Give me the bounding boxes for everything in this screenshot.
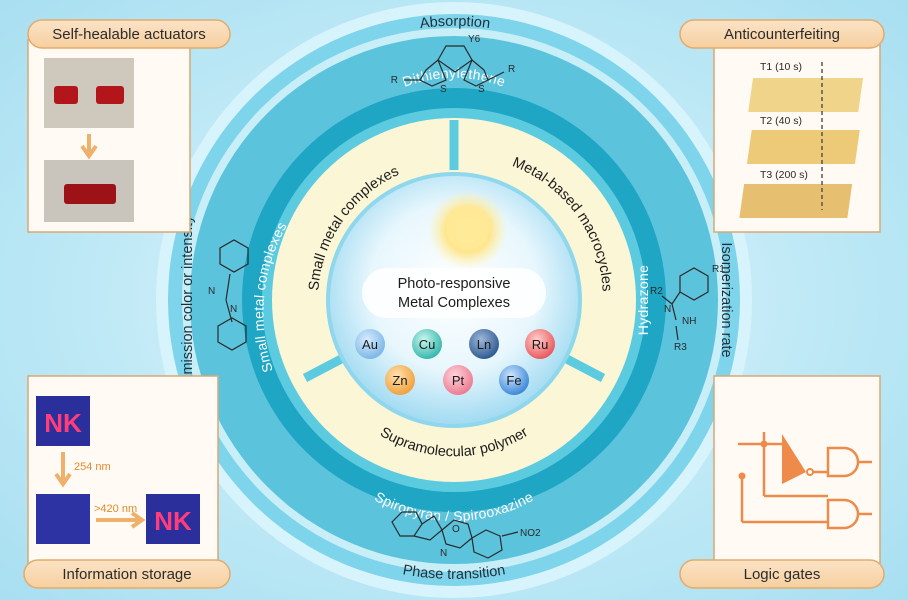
chem-y6: Y6	[468, 34, 481, 45]
storage-square-erased	[36, 494, 90, 544]
chem-r1: R1	[712, 264, 725, 275]
dithienylethene-structure	[404, 45, 505, 87]
property-emission: Emission color or intensity	[180, 215, 196, 384]
panel-logic-gates: Logic gates	[679, 375, 885, 589]
panel-anticounterfeiting: Anticounterfeiting T1 (10 s) T2 (40 s) T…	[679, 19, 885, 233]
chem-r2: R2	[650, 286, 663, 297]
time-label-t1: T1 (10 s)	[760, 61, 802, 73]
panel-title-information-storage: Information storage	[62, 566, 191, 583]
metal-ln: Ln	[469, 329, 499, 359]
time-label-t2: T2 (40 s)	[760, 115, 802, 127]
time-label-t3: T3 (200 s)	[760, 169, 808, 181]
metal-pt: Pt	[443, 365, 473, 395]
panel-title-logic-gates: Logic gates	[744, 566, 821, 583]
photoswitch-hydrazone: Hydrazone	[635, 265, 651, 335]
panel-information-storage: Information storage NK 254 nm >420 nm NK	[23, 375, 231, 589]
azobenzene-structure	[217, 239, 249, 351]
panel-self-healable-actuators: Self-healable actuators	[27, 19, 231, 233]
chem-s-right: S	[478, 84, 485, 95]
metal-ru: Ru	[525, 329, 555, 359]
sector-divider-left	[302, 353, 348, 382]
panel-title-self-healable: Self-healable actuators	[52, 26, 205, 43]
anticounterfeit-card-3	[739, 184, 853, 218]
sun-icon	[446, 206, 490, 250]
metal-au: Au	[355, 329, 385, 359]
down-arrow-icon	[54, 452, 72, 488]
chem-s-left: S	[440, 84, 447, 95]
metal-label: Au	[362, 337, 378, 352]
wavelength-254: 254 nm	[74, 461, 111, 473]
chem-no2: NO2	[520, 528, 541, 539]
panel-title-anticounterfeiting: Anticounterfeiting	[724, 26, 840, 43]
metal-label: Cu	[419, 337, 436, 352]
chem-r3: R3	[674, 342, 687, 353]
chem-r-right: R	[508, 64, 515, 75]
chem-o: O	[452, 524, 460, 535]
storage-square-written	[36, 396, 90, 446]
property-phase-transition: Phase transition	[402, 562, 507, 583]
property-isomerization-rate: Isomerization rate	[718, 242, 734, 357]
title-pill	[362, 268, 546, 318]
anticounterfeit-card-2	[746, 130, 860, 164]
logic-circuit-icon	[738, 432, 872, 530]
metal-zn: Zn	[385, 365, 415, 395]
spiropyran-structure	[391, 511, 519, 559]
right-arrow-icon	[96, 511, 146, 529]
chem-n-azo-2: N	[230, 304, 237, 315]
title-line-2: Metal Complexes	[398, 295, 510, 311]
nk-text-2: NK	[154, 506, 192, 536]
metal-fe: Fe	[499, 365, 529, 395]
anticounterfeit-card-1	[748, 78, 864, 112]
storage-square-rewritten	[146, 494, 200, 544]
metal-label: Pt	[452, 373, 465, 388]
metal-label: Zn	[392, 373, 407, 388]
property-absorption: Absorption	[419, 14, 491, 32]
metal-cu: Cu	[412, 329, 442, 359]
metal-label: Ru	[532, 337, 549, 352]
hydrazone-structure	[661, 267, 709, 341]
metal-label: Ln	[477, 337, 491, 352]
chem-n-hydrazone: N	[664, 304, 671, 315]
down-arrow-icon	[80, 134, 98, 160]
wavelength-420: >420 nm	[94, 503, 137, 515]
nk-text-1: NK	[44, 408, 82, 438]
title-line-1: Photo-responsive	[398, 276, 511, 292]
metal-label: Fe	[506, 373, 521, 388]
chem-n: N	[440, 548, 447, 559]
chem-n-azo-1: N	[208, 286, 215, 297]
sector-divider-right	[560, 353, 606, 382]
chem-nh: NH	[682, 316, 696, 327]
chem-r-left: R	[391, 75, 398, 86]
